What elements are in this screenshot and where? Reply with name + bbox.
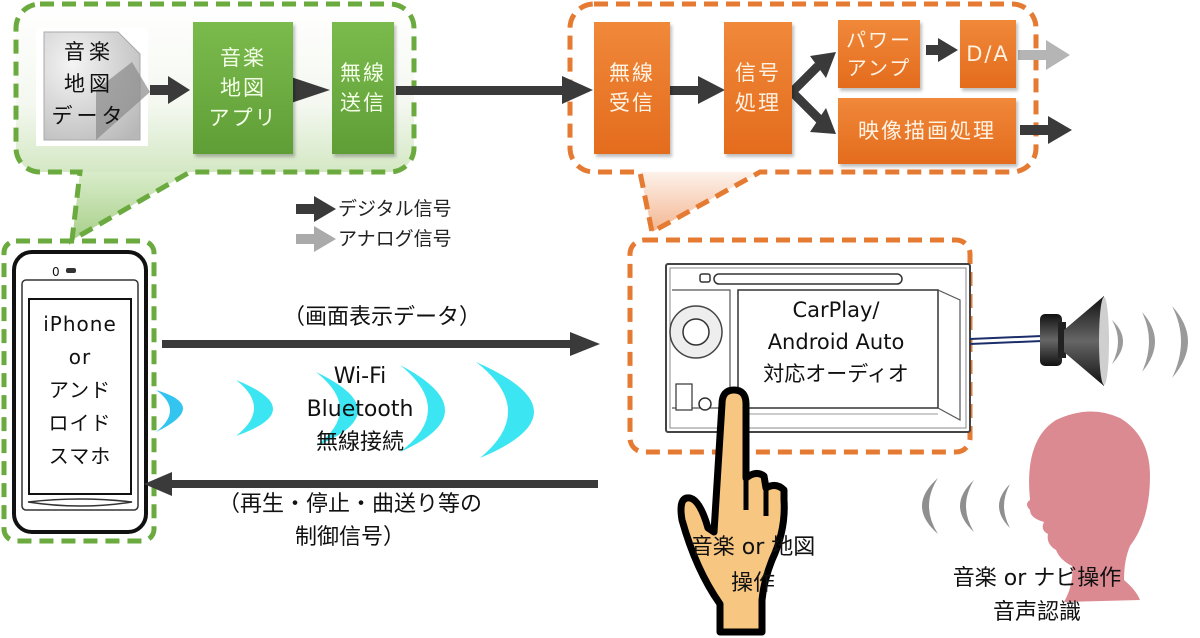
usb-port-icon (675, 383, 693, 411)
wireless-tx-label: 無線 送信 (340, 61, 386, 115)
smartphone-label: iPhone or アンド ロイド スマホ (43, 312, 117, 468)
legend-arrows (296, 196, 336, 252)
speaker-icon (969, 296, 1109, 386)
power-amp-label: パワー アンプ (846, 28, 912, 80)
head-unit-screen-label: CarPlay/ Android Auto 対応オーディオ (763, 298, 909, 386)
sound-wave-icons (1112, 306, 1188, 378)
legend-digital-label: デジタル信号 (338, 198, 452, 220)
dac-label: D/A (966, 42, 1010, 66)
smartphone-icon: 0 (12, 250, 148, 534)
screen-data-label: （画面表示データ） (282, 305, 481, 330)
branch-arrows (788, 62, 824, 124)
wireless-wave-icons (156, 362, 535, 458)
wireless-tx-box: 無線 送信 (332, 22, 394, 154)
digital-arrows-top (150, 38, 1072, 144)
wireless-rx-label: 無線 受信 (609, 61, 655, 115)
video-rendering-box: 映像描画処理 (838, 98, 1016, 164)
music-map-data-label: 音楽 地図 データ (51, 40, 127, 128)
voice-recognition-label: 音楽 or ナビ操作 音声認識 (952, 566, 1122, 625)
document-icon (36, 28, 150, 146)
pointing-hand-icon (677, 386, 788, 636)
analog-arrow (1018, 40, 1070, 70)
music-map-app-box: 音楽 地図 アプリ (193, 22, 293, 154)
voice-wave-icons (922, 478, 1010, 534)
signal-processing-box: 信号 処理 (724, 22, 792, 154)
connection-arrows (144, 332, 600, 496)
wireless-rx-box: 無線 受信 (594, 22, 670, 154)
power-amp-box: パワー アンプ (838, 20, 920, 88)
aux-jack-icon (698, 397, 712, 411)
dac-box: D/A (960, 20, 1016, 88)
video-rendering-label: 映像描画処理 (858, 119, 996, 143)
wireless-connection-label: Wi-Fi Bluetooth 無線接続 (306, 364, 414, 455)
music-map-app-label: 音楽 地図 アプリ (208, 46, 278, 130)
svg-text:0: 0 (52, 265, 60, 279)
signal-processing-label: 信号 処理 (735, 61, 781, 115)
touch-operation-label: 音楽 or 地図 操作 (690, 535, 816, 596)
legend-analog-label: アナログ信号 (338, 228, 452, 250)
audio-callout (567, 1, 1039, 236)
control-signal-label: （再生・停止・曲送り等の 制御信号） (217, 492, 482, 550)
person-head-icon (1027, 411, 1150, 602)
